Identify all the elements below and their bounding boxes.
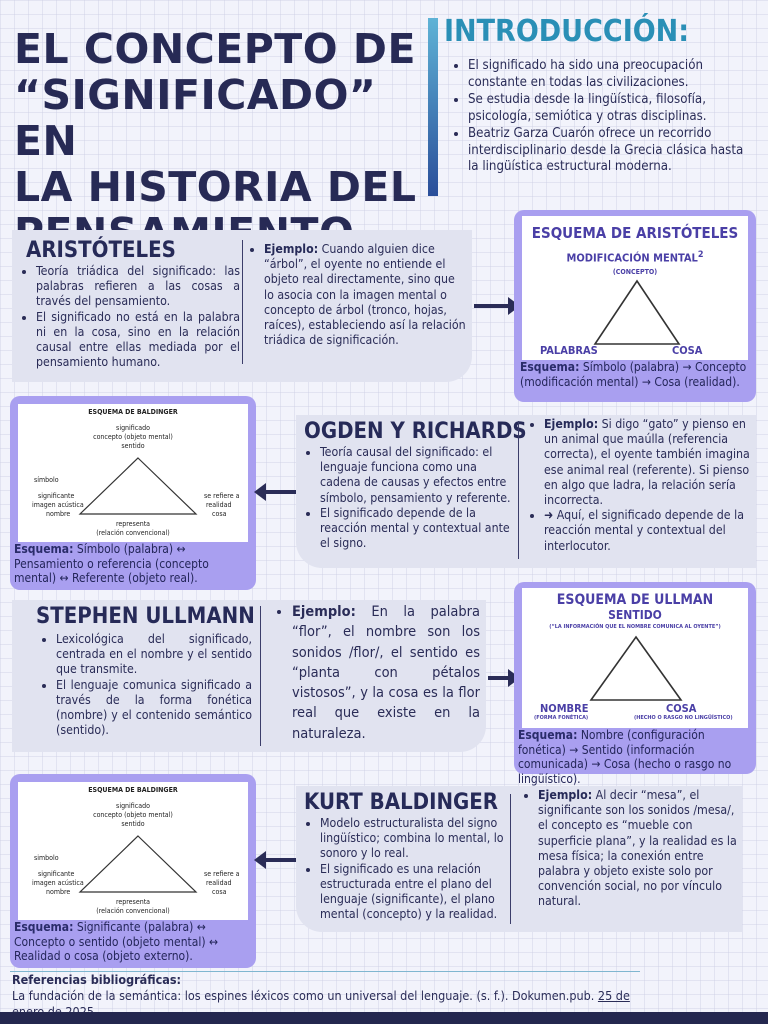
ullmann-diagram: ESQUEMA DE ULLMAN SENTIDO (“LA INFORMACI… xyxy=(522,588,748,728)
intro-item: Beatriz Garza Cuarón ofrece un recorrido… xyxy=(468,126,748,176)
ullmann-example: Ejemplo: En la palabra “flor”, el nombre… xyxy=(270,602,480,744)
ogden-card: OGDEN Y RICHARDS Teoría causal del signi… xyxy=(296,415,756,568)
schema-title: ESQUEMA DE BALDINGER xyxy=(88,408,178,416)
arrow-left-icon xyxy=(254,483,296,501)
schema-caption: Esquema: Significante (palabra) ↔ Concep… xyxy=(14,920,219,963)
intro-list: El significado ha sido una preocupación … xyxy=(448,58,748,177)
aristoteles-list: Teoría triádica del significado: las pal… xyxy=(18,264,240,370)
baldinger-schema: ESQUEMA DE BALDINGER significado concept… xyxy=(10,774,256,968)
baldinger-example: Ejemplo: Al decir “mesa”, el significant… xyxy=(518,788,738,910)
schema-left-label: PALABRAS xyxy=(540,344,598,357)
baldinger-heading: KURT BALDINGER xyxy=(304,790,499,815)
aristoteles-item: Teoría triádica del significado: las pal… xyxy=(36,264,240,310)
schema-right-label: COSA xyxy=(672,344,703,357)
footer-bar xyxy=(0,1012,768,1024)
ullmann-divider xyxy=(260,606,261,746)
references-text: La fundación de la semántica: los espine… xyxy=(12,988,598,1003)
schema-caption: Esquema: Nombre (configuración fonética)… xyxy=(518,728,732,786)
baldinger-item: El significado es una relación estructur… xyxy=(320,862,506,923)
intro-item: Se estudia desde la lingüística, filosof… xyxy=(468,92,748,125)
baldinger-card: KURT BALDINGER Modelo estructuralista de… xyxy=(296,786,742,932)
schema-right-sub: (HECHO O RASGO NO LINGÜÍSTICO) xyxy=(634,715,733,721)
schema-top-sub: (“LA INFORMACIÓN QUE EL NOMBRE COMUNICA … xyxy=(549,624,721,630)
schema-left-sub: (FORMA FONÉTICA) xyxy=(534,715,589,721)
ogden-example-2: ➜ Aquí, el significado depende de la rea… xyxy=(544,508,754,554)
schema-left-label: NOMBRE xyxy=(540,702,589,715)
example-label: Ejemplo: xyxy=(264,242,319,256)
title-line-2: “SIGNIFICADO” EN xyxy=(14,71,377,165)
arrow-right-icon xyxy=(474,297,520,315)
aristoteles-example: Ejemplo: Cuando alguien dice “árbol”, el… xyxy=(248,242,466,348)
intro-item: El significado ha sido una preocupación … xyxy=(468,58,748,91)
schema-caption: Esquema: Símbolo (palabra) → Concepto (m… xyxy=(520,360,747,389)
schema-title: ESQUEMA DE ULLMAN xyxy=(556,592,714,608)
ullmann-card: STEPHEN ULLMANN Lexicológica del signifi… xyxy=(12,600,486,752)
aristoteles-card: ARISTÓTELES Teoría triádica del signific… xyxy=(12,230,472,382)
aristoteles-item: El significado no está en la palabra ni … xyxy=(36,310,240,371)
triangle-diagram xyxy=(78,457,198,515)
baldinger-diagram: ESQUEMA DE BALDINGER significado concept… xyxy=(18,404,248,542)
baldinger-divider xyxy=(510,794,511,924)
ogden-list: Teoría causal del significado: el lengua… xyxy=(302,445,518,551)
schema-right-label: COSA xyxy=(666,702,697,715)
schema-title: ESQUEMA DE ARISTÓTELES xyxy=(531,224,739,242)
intro-accent-bar xyxy=(428,18,438,196)
aristoteles-schema: ESQUEMA DE ARISTÓTELES MODIFICACIÓN MENT… xyxy=(514,210,756,402)
reference-divider xyxy=(10,971,640,972)
ullmann-item: Lexicológica del significado, centrada e… xyxy=(56,632,252,678)
ullmann-list: Lexicológica del significado, centrada e… xyxy=(38,632,252,738)
arrow-right-icon xyxy=(488,669,520,687)
ogden-heading: OGDEN Y RICHARDS xyxy=(304,419,527,444)
ogden-item: Teoría causal del significado: el lengua… xyxy=(320,445,518,506)
schema-top-label: SENTIDO xyxy=(608,608,662,622)
triangle-diagram xyxy=(593,279,681,345)
arrow-left-icon xyxy=(254,851,296,869)
baldinger-item: Modelo estructuralista del signo lingüís… xyxy=(320,816,506,862)
baldinger-diagram: ESQUEMA DE BALDINGER significado concept… xyxy=(18,782,248,920)
ogden-item: El significado depende de la reacción me… xyxy=(320,506,518,552)
title-line-1: EL CONCEPTO DE xyxy=(14,25,416,73)
aristoteles-heading: ARISTÓTELES xyxy=(26,238,176,263)
schema-caption: Esquema: Símbolo (palabra) ↔ Pensamiento… xyxy=(14,542,209,585)
schema-title: ESQUEMA DE BALDINGER xyxy=(88,786,178,794)
schema-top-label: MODIFICACIÓN MENTAL xyxy=(566,251,698,265)
ogden-schema: ESQUEMA DE BALDINGER significado concept… xyxy=(10,396,256,590)
aristoteles-diagram: ESQUEMA DE ARISTÓTELES MODIFICACIÓN MENT… xyxy=(522,216,748,360)
poster-title: EL CONCEPTO DE “SIGNIFICADO” EN LA HISTO… xyxy=(14,26,424,256)
ullmann-schema: ESQUEMA DE ULLMAN SENTIDO (“LA INFORMACI… xyxy=(514,582,756,786)
title-line-3: LA HISTORIA DEL xyxy=(14,163,417,211)
triangle-diagram xyxy=(589,635,683,701)
ullmann-heading: STEPHEN ULLMANN xyxy=(36,604,255,629)
ogden-divider xyxy=(518,421,519,559)
example-text: Cuando alguien dice “árbol”, el oyente n… xyxy=(264,242,466,348)
ullmann-item: El lenguaje comunica significado a travé… xyxy=(56,678,252,739)
baldinger-list: Modelo estructuralista del signo lingüís… xyxy=(302,816,506,922)
intro-heading: INTRODUCCIÓN: xyxy=(444,14,690,49)
schema-top-sub: (CONCEPTO) xyxy=(612,268,658,276)
triangle-diagram xyxy=(78,835,198,893)
ogden-example: Ejemplo: Si digo “gato” y pienso en un a… xyxy=(524,417,754,554)
references-label: Referencias bibliográficas: xyxy=(12,972,182,987)
aristoteles-divider xyxy=(242,240,243,364)
